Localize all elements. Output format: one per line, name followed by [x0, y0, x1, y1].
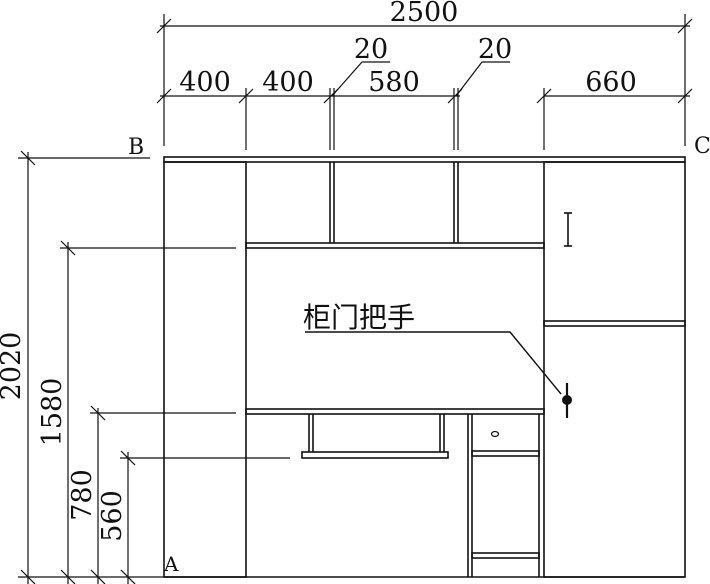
dim-height-desk: 780 — [67, 469, 98, 521]
tick-seg-164 — [156, 88, 172, 104]
tick-seg-246 — [238, 88, 254, 104]
tick-overall-left — [156, 18, 172, 34]
point-label-c: C — [694, 134, 710, 159]
cabinet-outline — [163, 156, 686, 578]
tick-560-top — [120, 450, 136, 466]
tick-2020-top — [20, 150, 36, 166]
drawer-unit-base — [471, 552, 540, 559]
tick-seg-685 — [677, 88, 693, 104]
right-tall-cabinet — [543, 161, 686, 578]
point-label-a: A — [163, 552, 179, 576]
dim-overall-width: 2500 — [390, 0, 459, 28]
dim-seg-1: 400 — [179, 67, 231, 98]
dim-gap-right: 20 — [478, 34, 512, 65]
tick-560-bottom — [120, 569, 136, 584]
drawer-divider — [471, 450, 540, 457]
tick-1580-top — [60, 240, 76, 256]
dimension-lines — [18, 14, 693, 584]
tick-780-bottom — [90, 569, 106, 584]
tick-780-top — [90, 405, 106, 421]
dim-height-shelf: 1580 — [37, 378, 68, 447]
top-panel — [163, 156, 686, 163]
dim-height-total: 2020 — [0, 332, 27, 401]
dim-height-keyboard: 560 — [97, 490, 128, 542]
handle-leader-line — [305, 331, 562, 395]
handles — [305, 212, 572, 438]
leader-gap-left — [331, 61, 390, 97]
lower-door-handle-icon — [562, 383, 572, 418]
right-cabinet-divider — [543, 320, 686, 327]
upper-shelf — [245, 242, 545, 249]
left-tall-column — [163, 161, 247, 578]
handle-callout-label: 柜门把手 — [303, 301, 415, 334]
tick-1580-bottom — [60, 569, 76, 584]
dim-seg-center: 580 — [368, 67, 420, 98]
dim-seg-right: 660 — [585, 67, 637, 98]
tick-overall-right — [677, 18, 693, 34]
desk-top — [245, 408, 545, 415]
keyboard-tray — [301, 451, 449, 459]
tick-seg-544 — [536, 88, 552, 104]
dim-seg-2: 400 — [262, 67, 314, 98]
point-label-b: B — [128, 135, 144, 160]
tick-2020-bottom — [20, 569, 36, 584]
drawer-knob — [490, 430, 500, 438]
dimension-labels: 2500 400 400 20 580 20 660 2020 1580 780… — [0, 0, 637, 542]
point-labels: B C A — [128, 134, 710, 576]
upper-door-handle-icon — [564, 212, 572, 247]
leader-gap-right — [455, 61, 510, 97]
dim-gap-left: 20 — [354, 34, 388, 65]
